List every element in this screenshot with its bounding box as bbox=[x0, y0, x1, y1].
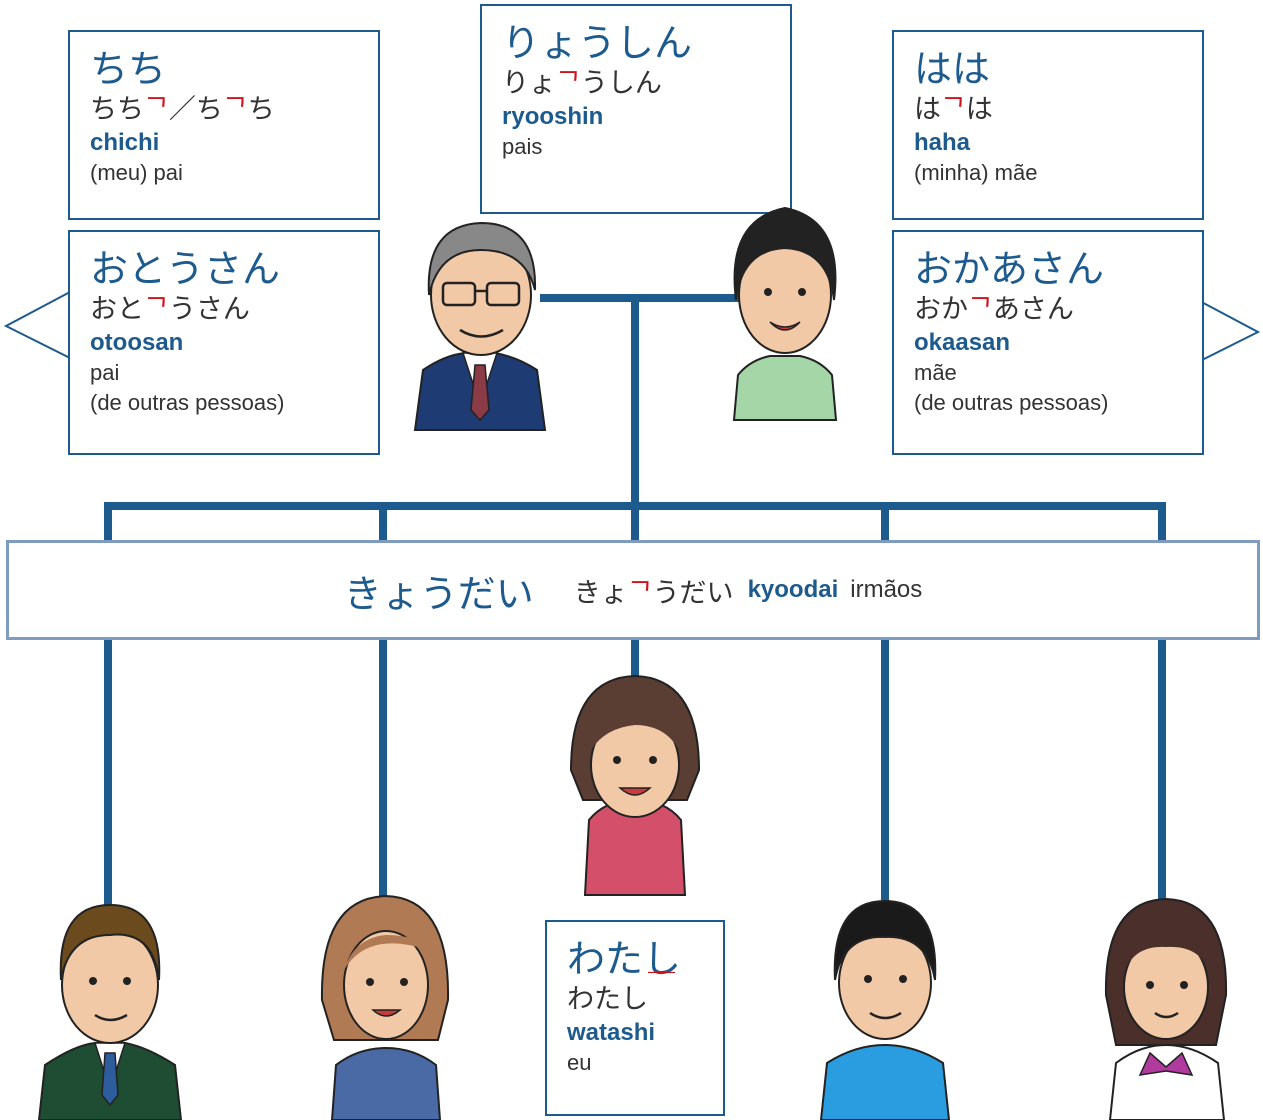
ryoushin-romaji: ryooshin bbox=[502, 103, 604, 130]
chichi-box: ちち ちちᄀ／ちᄀち chichi (meu) pai bbox=[68, 30, 380, 220]
older-brother-illustration bbox=[37, 903, 183, 1120]
otousan-title: おとうさん bbox=[90, 247, 281, 291]
watashi-accent: わたし￣ bbox=[567, 972, 675, 1015]
haha-gloss: (minha) mãe bbox=[914, 160, 1038, 185]
haha-box: はは はᄀは haha (minha) mãe bbox=[892, 30, 1204, 220]
kyoudai-title: きょうだい bbox=[343, 571, 534, 616]
ryoushin-box: りょうしん りょᄀうしん ryooshin pais bbox=[480, 4, 792, 214]
otousan-gloss: pai bbox=[90, 360, 120, 385]
chichi-accent: ちちᄀ／ちᄀち bbox=[90, 94, 275, 125]
watashi-romaji: watashi bbox=[567, 1019, 656, 1046]
haha-title: はは bbox=[914, 47, 991, 91]
otousan-accent: おとᄀうさん bbox=[90, 294, 250, 325]
mother-illustration bbox=[732, 206, 838, 421]
chichi-title: ちち bbox=[90, 47, 167, 91]
older-sister-illustration bbox=[320, 894, 450, 1120]
ryoushin-gloss: pais bbox=[502, 134, 543, 159]
chichi-romaji: chichi bbox=[90, 129, 160, 156]
okaasan-accent: おかᄀあさん bbox=[914, 294, 1074, 325]
watashi-box: わたし わたし￣ watashi eu bbox=[545, 920, 725, 1116]
me-illustration bbox=[569, 674, 701, 896]
kyoudai-banner: きょうだい きょᄀうだい kyoodai irmãos bbox=[6, 540, 1260, 640]
okaasan-title: おかあさん bbox=[914, 247, 1105, 291]
haha-accent: はᄀは bbox=[914, 94, 993, 125]
haha-romaji: haha bbox=[914, 129, 971, 156]
otousan-romaji: otoosan bbox=[90, 329, 184, 356]
younger-sister-illustration bbox=[1104, 897, 1228, 1120]
ryoushin-title: りょうしん bbox=[502, 21, 693, 65]
kyoudai-accent: きょᄀうだい bbox=[573, 577, 734, 609]
younger-brother-illustration bbox=[819, 899, 951, 1120]
okaasan-box: おかあさん おかᄀあさん okaasan mãe (de outras pess… bbox=[892, 230, 1204, 455]
okaasan-romaji: okaasan bbox=[914, 329, 1011, 356]
kyoudai-romaji: kyoodai bbox=[747, 576, 839, 603]
otousan-box: おとうさん おとᄀうさん otoosan pai (de outras pess… bbox=[68, 230, 380, 455]
father-illustration bbox=[413, 221, 547, 431]
otousan-gloss-note: (de outras pessoas) bbox=[90, 390, 285, 415]
kyoudai-gloss: irmãos bbox=[850, 576, 923, 603]
watashi-gloss: eu bbox=[567, 1050, 592, 1075]
watashi-title: わたし bbox=[567, 937, 682, 981]
chichi-gloss: (meu) pai bbox=[90, 160, 183, 185]
okaasan-gloss-note: (de outras pessoas) bbox=[914, 390, 1109, 415]
okaasan-gloss: mãe bbox=[914, 360, 957, 385]
ryoushin-accent: りょᄀうしん bbox=[502, 68, 662, 99]
